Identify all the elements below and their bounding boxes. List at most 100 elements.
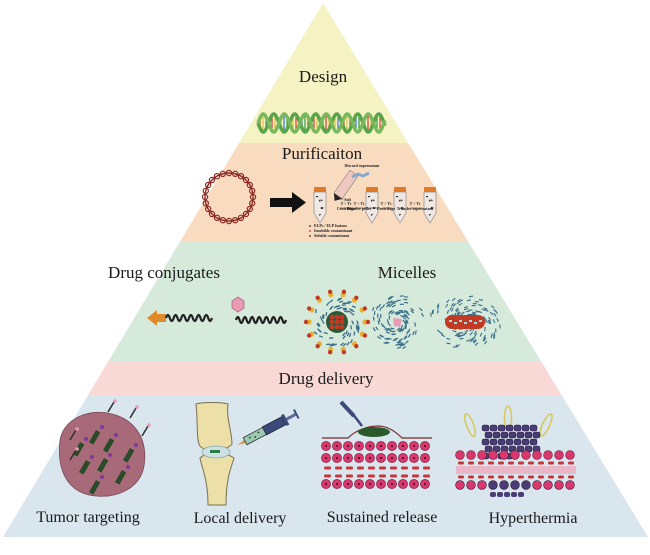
tumor-cell [482, 425, 489, 431]
blood-cell [468, 476, 474, 479]
elp-particle [316, 196, 318, 197]
blood-cell [401, 467, 408, 470]
ligand [342, 290, 346, 294]
ligand [304, 320, 308, 324]
blood-cell [379, 467, 386, 470]
cell-nucleus [391, 483, 393, 485]
tier-band-formulation [0, 241, 650, 362]
blood-cell [558, 462, 564, 465]
tissue-cell [456, 451, 465, 460]
tumor-cell [506, 439, 513, 445]
micelle-chain [459, 335, 463, 336]
tumor-cell [485, 432, 492, 438]
blood-cell [498, 476, 504, 479]
cell-nucleus [413, 483, 415, 485]
drug-molecule [135, 405, 139, 409]
blood-cell [518, 476, 524, 479]
tissue-cell [522, 451, 531, 460]
tissue-cell [533, 481, 542, 490]
tissue-cell [500, 451, 509, 460]
micelle-chain [344, 311, 348, 312]
cell-nucleus [369, 457, 371, 459]
legend-marker [309, 225, 311, 227]
legend-entry: Soluble contaminant [314, 233, 350, 238]
tube-cap [394, 187, 406, 192]
blood-cell [568, 476, 574, 479]
blood-cell [357, 467, 364, 470]
blood-cell [423, 475, 430, 478]
tissue-cell [467, 451, 476, 460]
drug-molecule [330, 325, 335, 330]
section-title-drug-conjugates: Drug conjugates [108, 263, 220, 283]
micelle-chain [356, 326, 357, 330]
micelle-chain [500, 325, 501, 329]
drug-molecule [330, 320, 335, 325]
ligand [366, 320, 370, 324]
micelle-chain [326, 312, 327, 316]
blood-cell [498, 462, 504, 465]
tier-title-design: Design [299, 67, 347, 87]
tumor-cell [497, 492, 503, 497]
tissue-cell [478, 451, 487, 460]
ligand [328, 350, 332, 354]
tissue-cell [478, 481, 487, 490]
blood-cell [324, 467, 331, 470]
tissue-cell [566, 481, 575, 490]
tissue-cell [566, 451, 575, 460]
cell-nucleus [369, 445, 371, 447]
cell-nucleus [358, 483, 360, 485]
tube-cap [366, 187, 378, 192]
blood-cell [538, 476, 544, 479]
cell-nucleus [391, 457, 393, 459]
cell-nucleus [347, 445, 349, 447]
tissue-cell [555, 451, 564, 460]
cell-nucleus [424, 445, 426, 447]
ligand [316, 344, 320, 348]
blood-cell [368, 475, 375, 478]
cell-nucleus [336, 445, 338, 447]
tumor-cell [482, 439, 489, 445]
blood-cell [548, 476, 554, 479]
tissue-cell [511, 451, 520, 460]
tumor-cell [530, 439, 537, 445]
cell-nucleus [380, 483, 382, 485]
micelle-chain [379, 318, 380, 322]
drug-molecule [340, 320, 345, 325]
micelle-chain [406, 325, 407, 329]
blood-cell [528, 462, 534, 465]
ligand [316, 296, 320, 300]
tumor-cell [490, 439, 497, 445]
drug-molecule [340, 325, 345, 330]
ligand [342, 350, 346, 354]
micelle-chain [390, 331, 394, 332]
tumor-cell [504, 492, 510, 497]
cell-nucleus [369, 483, 371, 485]
cell-nucleus [413, 457, 415, 459]
blood-cell [558, 476, 564, 479]
blood-cell [335, 467, 342, 470]
blood-cell [390, 475, 397, 478]
tumor-cell [490, 492, 496, 497]
step-label: Transfer supernatant [397, 206, 434, 211]
drug-molecule [330, 315, 335, 320]
receptor [90, 455, 94, 459]
tumor-cell [501, 432, 508, 438]
blood-cell [508, 476, 514, 479]
blood-cell [468, 462, 474, 465]
tumor-cell [517, 446, 524, 452]
tissue-cell [555, 481, 564, 490]
ligand [307, 306, 311, 310]
core-segment [454, 322, 457, 324]
core-segment [469, 320, 472, 322]
tube-cap [424, 187, 436, 192]
tumor-cell [525, 432, 532, 438]
micelle-chain [329, 338, 333, 339]
tissue-cell [533, 451, 542, 460]
tumor-cell [533, 432, 540, 438]
core-segment [449, 320, 452, 322]
blood-cell [538, 462, 544, 465]
micelle-chain [404, 302, 408, 303]
elp-particle [426, 196, 428, 197]
cell-nucleus [325, 483, 327, 485]
cell-nucleus [325, 457, 327, 459]
